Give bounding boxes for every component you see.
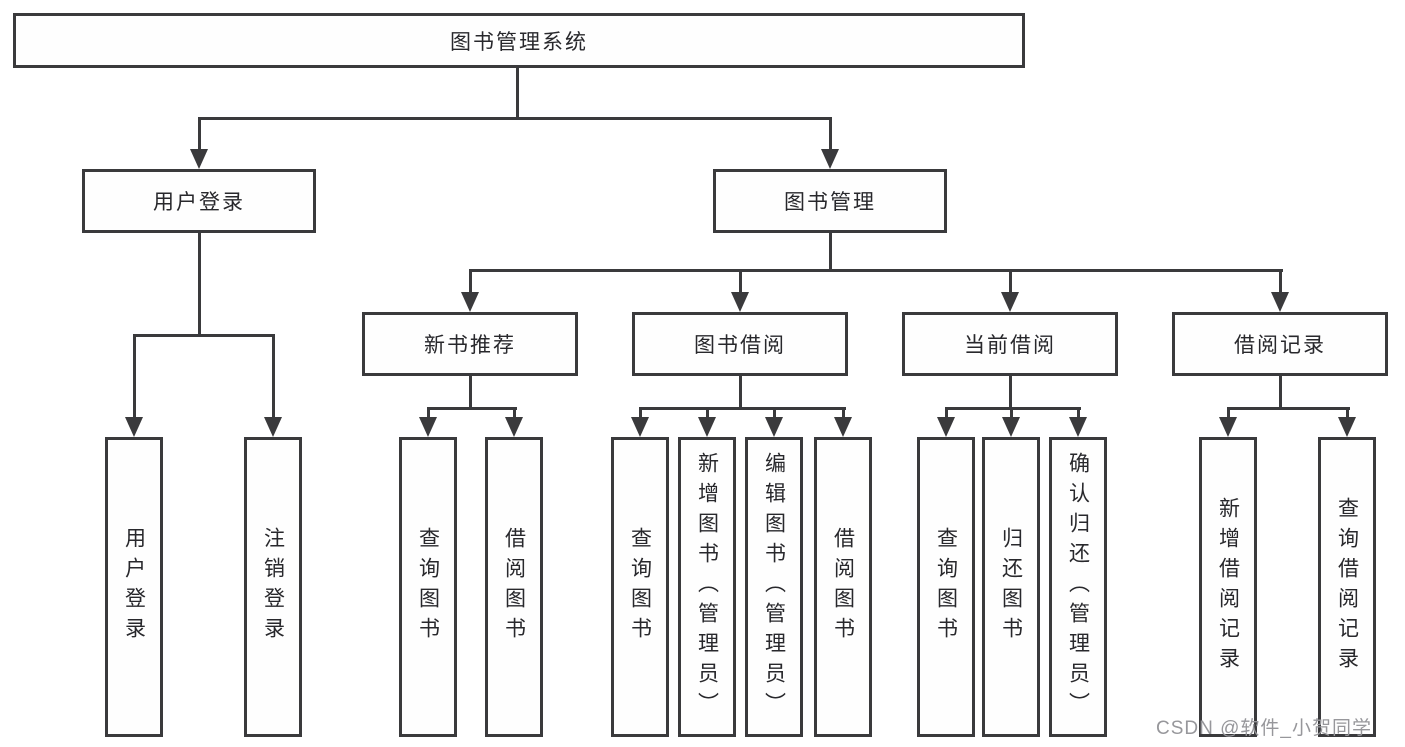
connector-line: [639, 407, 846, 410]
connector-line: [773, 409, 776, 421]
connector-line: [513, 409, 516, 421]
node-leaf-search-book-3: 查询图书: [917, 437, 975, 737]
arrowhead-down-icon: [698, 417, 716, 437]
arrowhead-down-icon: [1001, 292, 1019, 312]
node-leaf-add-book-admin: 新增图书（管理员）: [678, 437, 736, 737]
node-leaf-user-login: 用户登录: [105, 437, 163, 737]
node-label: 借阅图书: [831, 527, 855, 647]
connector-line: [1077, 409, 1080, 421]
node-leaf-search-borrow-record: 查询借阅记录: [1318, 437, 1376, 737]
node-label: 编辑图书（管理员）: [762, 452, 786, 722]
node-label: 借阅图书: [502, 527, 526, 647]
connector-line: [945, 407, 1081, 410]
node-label: 注销登录: [261, 527, 285, 647]
connector-line: [427, 407, 517, 410]
node-leaf-search-book-1: 查询图书: [399, 437, 457, 737]
node-label: 借阅记录: [1234, 334, 1326, 357]
node-label: 图书借阅: [694, 334, 786, 357]
node-borrow-records: 借阅记录: [1172, 312, 1388, 376]
csdn-watermark: CSDN @软件_小贺同学: [1156, 718, 1372, 739]
arrowhead-down-icon: [1219, 417, 1237, 437]
node-leaf-search-book-2: 查询图书: [611, 437, 669, 737]
node-label: 查询图书: [934, 527, 958, 647]
node-leaf-logout: 注销登录: [244, 437, 302, 737]
connector-line: [1227, 409, 1230, 421]
arrowhead-down-icon: [1069, 417, 1087, 437]
connector-line: [272, 336, 275, 421]
connector-line: [739, 271, 742, 296]
node-label: 用户登录: [122, 527, 146, 647]
node-leaf-confirm-return-admin: 确认归还（管理员）: [1049, 437, 1107, 737]
arrowhead-down-icon: [125, 417, 143, 437]
connector-line: [639, 409, 642, 421]
connector-line: [133, 334, 275, 337]
connector-line: [1009, 375, 1012, 410]
connector-line: [1279, 375, 1282, 410]
arrowhead-down-icon: [190, 149, 208, 169]
connector-line: [829, 119, 832, 153]
connector-line: [133, 336, 136, 421]
arrowhead-down-icon: [505, 417, 523, 437]
node-label: 归还图书: [999, 527, 1023, 647]
connector-line: [198, 231, 201, 337]
node-leaf-edit-book-admin: 编辑图书（管理员）: [745, 437, 803, 737]
connector-line: [1227, 407, 1350, 410]
connector-line: [198, 117, 832, 120]
arrowhead-down-icon: [461, 292, 479, 312]
connector-line: [706, 409, 709, 421]
connector-line: [829, 231, 832, 272]
node-new-book-recommend: 新书推荐: [362, 312, 578, 376]
arrowhead-down-icon: [631, 417, 649, 437]
arrowhead-down-icon: [264, 417, 282, 437]
node-label: 查询借阅记录: [1335, 497, 1359, 677]
arrowhead-down-icon: [1271, 292, 1289, 312]
node-user-login-module: 用户登录: [82, 169, 316, 233]
node-label: 确认归还（管理员）: [1066, 452, 1090, 722]
connector-line: [469, 269, 1283, 272]
connector-line: [1346, 409, 1349, 421]
node-label: 新书推荐: [424, 334, 516, 357]
connector-line: [469, 375, 472, 410]
arrowhead-down-icon: [937, 417, 955, 437]
connector-line: [842, 409, 845, 421]
arrowhead-down-icon: [834, 417, 852, 437]
connector-line: [739, 375, 742, 410]
arrowhead-down-icon: [765, 417, 783, 437]
node-leaf-borrow-book-1: 借阅图书: [485, 437, 543, 737]
connector-line: [469, 271, 472, 296]
node-label: 用户登录: [153, 191, 245, 214]
arrowhead-down-icon: [419, 417, 437, 437]
node-leaf-return-book: 归还图书: [982, 437, 1040, 737]
arrowhead-down-icon: [821, 149, 839, 169]
node-label: 查询图书: [416, 527, 440, 647]
node-leaf-add-borrow-record: 新增借阅记录: [1199, 437, 1257, 737]
connector-line: [427, 409, 430, 421]
node-label: 新增图书（管理员）: [695, 452, 719, 722]
node-label: 新增借阅记录: [1216, 497, 1240, 677]
node-book-management: 图书管理: [713, 169, 947, 233]
connector-line: [1279, 271, 1282, 296]
connector-line: [516, 68, 519, 120]
arrowhead-down-icon: [1002, 417, 1020, 437]
connector-line: [1009, 271, 1012, 296]
node-leaf-borrow-book-2: 借阅图书: [814, 437, 872, 737]
node-label: 图书管理系统: [450, 30, 588, 54]
connector-line: [1010, 409, 1013, 421]
node-label: 当前借阅: [964, 334, 1056, 357]
node-book-borrowing: 图书借阅: [632, 312, 848, 376]
node-current-borrowing: 当前借阅: [902, 312, 1118, 376]
connector-line: [198, 119, 201, 153]
node-label: 查询图书: [628, 527, 652, 647]
arrowhead-down-icon: [1338, 417, 1356, 437]
connector-line: [945, 409, 948, 421]
arrowhead-down-icon: [731, 292, 749, 312]
node-library-system: 图书管理系统: [13, 13, 1025, 68]
node-label: 图书管理: [784, 191, 876, 214]
